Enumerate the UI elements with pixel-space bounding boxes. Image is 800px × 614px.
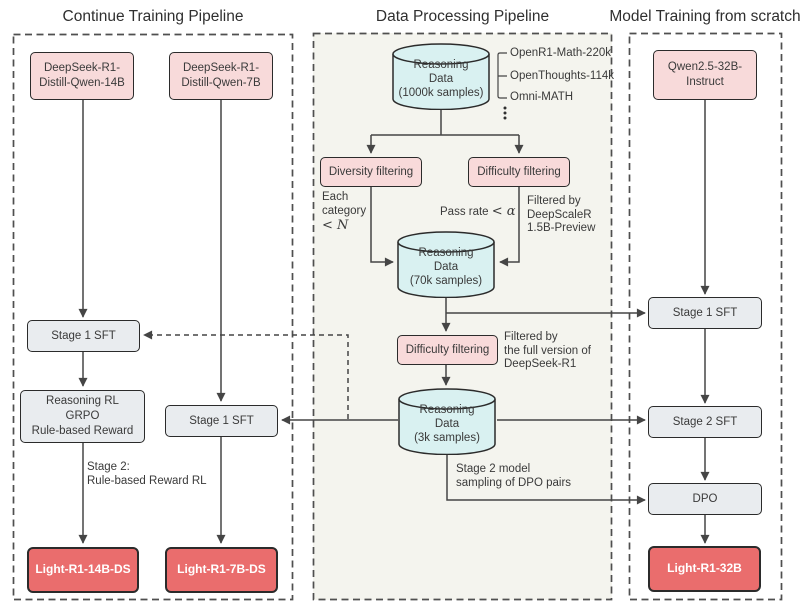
node-deepseek-r1-distill-qwen-14b: DeepSeek-R1- Distill-Qwen-14B <box>30 52 134 100</box>
annotation-math-alpha: < α <box>491 204 516 219</box>
title-training-scratch: Model Training from scratch <box>609 8 800 25</box>
source-openr1-math: OpenR1-Math-220k <box>510 47 611 59</box>
node-diversity-filtering: Diversity filtering <box>320 157 422 187</box>
cylinder-reasoning-data-1000k: Reasoning Data (1000k samples) <box>392 43 490 110</box>
annotation-stage2-rl: Stage 2: Rule-based Reward RL <box>87 461 207 487</box>
annotation-text: Pass rate <box>440 206 492 218</box>
annotation-pass-rate: Pass rate < α <box>440 204 516 220</box>
cylinder-reasoning-data-70k: Reasoning Data (70k samples) <box>397 231 495 298</box>
cylinder-label: Reasoning Data (3k samples) <box>414 404 480 445</box>
annotation-filtered-deepscaler: Filtered by DeepScaleR 1.5B-Preview <box>527 195 596 235</box>
node-deepseek-r1-distill-qwen-7b: DeepSeek-R1- Distill-Qwen-7B <box>169 52 273 100</box>
node-light-r1-7b-ds: Light-R1-7B-DS <box>165 547 278 593</box>
node-light-r1-14b-ds: Light-R1-14B-DS <box>27 547 139 593</box>
node-stage2-sft-32b: Stage 2 SFT <box>648 406 762 438</box>
node-dpo: DPO <box>648 483 762 515</box>
node-difficulty-filtering-1: Difficulty filtering <box>468 157 570 187</box>
title-data-processing: Data Processing Pipeline <box>375 8 550 25</box>
source-openthoughts: OpenThoughts-114k <box>510 70 614 82</box>
annotation-filtered-deepseek-r1: Filtered by the full version of DeepSeek… <box>504 331 591 371</box>
node-stage1-sft-14b: Stage 1 SFT <box>27 320 140 352</box>
panel-continue-training <box>13 34 293 600</box>
title-continue-training: Continue Training Pipeline <box>62 8 244 25</box>
annotation-math-n: < N <box>322 218 349 234</box>
node-stage1-sft-7b: Stage 1 SFT <box>165 405 278 437</box>
cylinder-label: Reasoning Data (70k samples) <box>409 247 483 288</box>
node-difficulty-filtering-2: Difficulty filtering <box>397 335 498 365</box>
annotation-text: Each category <box>322 191 367 217</box>
cylinder-label: Reasoning Data (1000k samples) <box>398 59 484 100</box>
source-omni-math: Omni-MATH <box>510 91 574 103</box>
node-stage1-sft-32b: Stage 1 SFT <box>648 297 762 329</box>
node-light-r1-32b: Light-R1-32B <box>648 546 761 592</box>
node-reasoning-rl: Reasoning RL GRPO Rule-based Reward <box>20 390 145 443</box>
annotation-stage2-dpo-pairs: Stage 2 model sampling of DPO pairs <box>456 463 572 489</box>
panel-data-processing <box>313 33 612 600</box>
annotation-each-category: Each category < N <box>322 191 366 233</box>
cylinder-reasoning-data-3k: Reasoning Data (3k samples) <box>398 388 496 455</box>
node-qwen2-5-32b-instruct: Qwen2.5-32B- Instruct <box>653 50 757 100</box>
